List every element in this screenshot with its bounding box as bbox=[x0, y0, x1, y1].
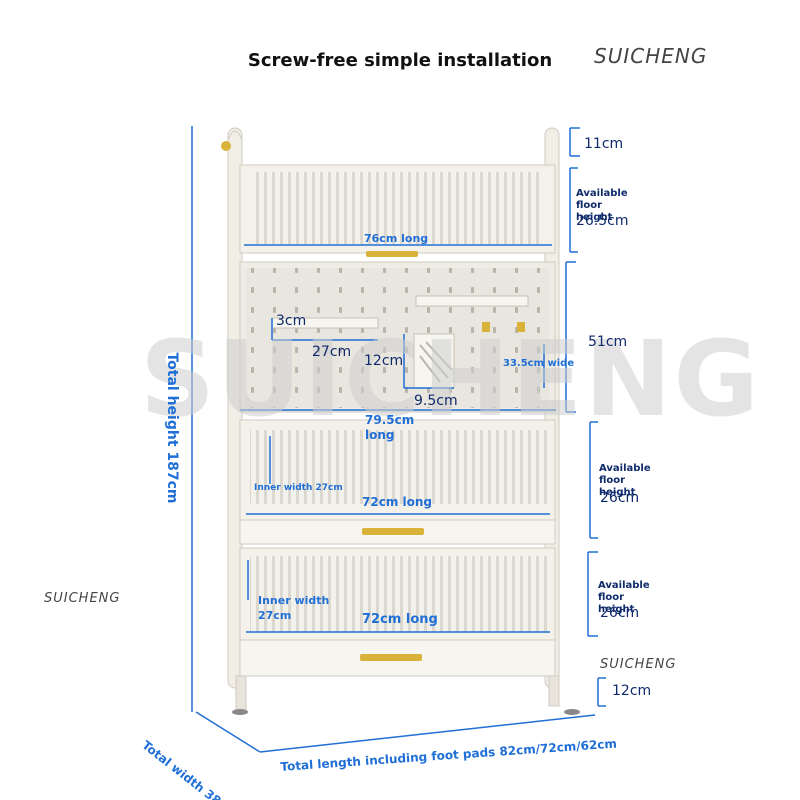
dim-inner-width-2: Inner width 27cm bbox=[258, 594, 330, 622]
dim-9-5cm: 9.5cm bbox=[414, 393, 458, 409]
handle-bottom bbox=[360, 654, 422, 661]
dim-available-label-3: Available floor height bbox=[598, 580, 650, 615]
brand-logo-bottom: SUICHENG bbox=[600, 657, 677, 672]
dim-72-long-2: 72cm long bbox=[362, 612, 438, 627]
page-title: Screw-free simple installation bbox=[247, 50, 553, 71]
dim-inner-width-1: Inner width 27cm bbox=[254, 483, 343, 493]
dimension-lines bbox=[191, 126, 606, 753]
dim-middle-height: 51cm bbox=[588, 334, 628, 350]
dim-3cm: 3cm bbox=[276, 313, 307, 329]
dim-available-label-2: Available floor height bbox=[599, 463, 651, 498]
dim-available-3: 26cm bbox=[600, 605, 640, 621]
dim-total-height: Total height 187cm bbox=[164, 352, 180, 504]
dim-available-2: 26cm bbox=[600, 490, 640, 506]
dim-72-long-1: 72cm long bbox=[362, 495, 432, 509]
dim-27cm: 27cm bbox=[312, 344, 352, 360]
handle-mid bbox=[362, 528, 424, 535]
brand-logo-left: SUICHENG bbox=[44, 591, 121, 606]
brand-logo-top: SUICHENG bbox=[594, 44, 708, 68]
dim-33-5-wide: 33.5cm wide bbox=[503, 358, 575, 369]
dim-available-label-1: Available floor height bbox=[576, 188, 628, 223]
dim-available-1: 26.5cm bbox=[576, 213, 629, 229]
dim-top-gap: 11cm bbox=[584, 136, 624, 152]
hook-icon bbox=[221, 141, 231, 151]
dim-12cm: 12cm bbox=[364, 353, 404, 369]
long-rack bbox=[415, 295, 529, 307]
brand-watermark: SUICHENG bbox=[140, 318, 761, 440]
dim-79-5-long: 79.5cm long bbox=[365, 413, 415, 442]
handle-top bbox=[366, 251, 418, 257]
dim-top-length: 76cm long bbox=[364, 232, 429, 245]
dim-foot-height: 12cm bbox=[612, 683, 652, 699]
